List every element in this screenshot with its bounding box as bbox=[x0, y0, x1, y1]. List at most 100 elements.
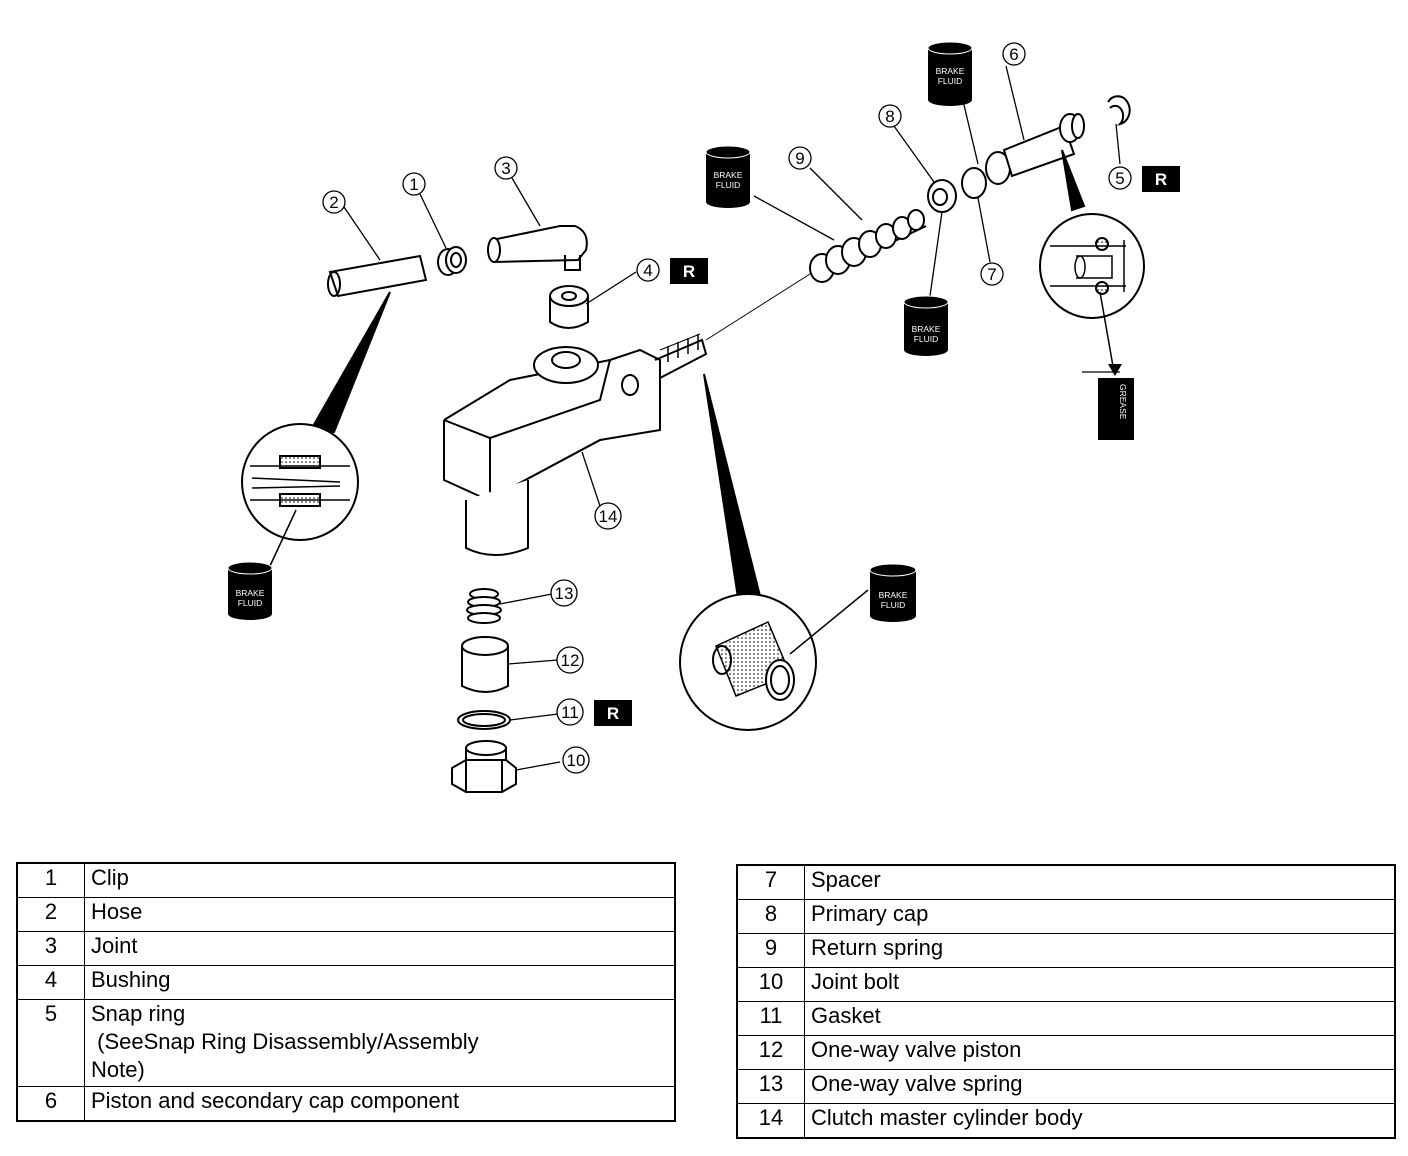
callout-7-text: 7 bbox=[987, 265, 996, 284]
callout-12-text: 12 bbox=[561, 651, 580, 670]
legend-description-line: One-way valve spring bbox=[811, 1071, 1023, 1096]
bore-detail-circle bbox=[679, 373, 869, 731]
legend-description-line: One-way valve piston bbox=[811, 1037, 1022, 1062]
legend-description: Gasket bbox=[804, 1001, 1396, 1036]
can-4-label-line1: BRAKE bbox=[236, 588, 265, 598]
callout-6-text: 6 bbox=[1009, 45, 1018, 64]
legend-description-line: Joint bolt bbox=[811, 969, 900, 994]
callout-8-text: 8 bbox=[885, 107, 894, 126]
legend-description-line: Snap ring bbox=[91, 1001, 186, 1026]
callout-3-text: 3 bbox=[501, 159, 510, 178]
can-3-label-line1: BRAKE bbox=[912, 324, 941, 334]
callout-numbers: 1 2 3 4 5 6 7 8 9 10 11 12 13 14 bbox=[322, 42, 1132, 774]
hose-part bbox=[327, 254, 428, 298]
legend-description-line: Note) bbox=[91, 1057, 145, 1082]
callout-4-text: 4 bbox=[643, 261, 652, 280]
legend-number: 10 bbox=[736, 967, 805, 1002]
legend-description: Primary cap bbox=[804, 899, 1396, 934]
callout-6: 6 bbox=[1002, 42, 1026, 66]
can-2-label-line2: FLUID bbox=[716, 180, 741, 190]
can-2-label-line1: BRAKE bbox=[714, 170, 743, 180]
replace-mark-11-text: R bbox=[607, 704, 619, 723]
legend-description-line: Piston and secondary cap component bbox=[91, 1088, 460, 1113]
legend-number: 9 bbox=[736, 933, 805, 968]
legend-description: Joint bolt bbox=[804, 967, 1396, 1002]
callout-1-text: 1 bbox=[409, 175, 418, 194]
legend-description-line: (SeeSnap Ring Disassembly/Assembly bbox=[91, 1029, 479, 1054]
legend-number: 1 bbox=[16, 862, 85, 898]
replace-mark-5-text: R bbox=[1155, 170, 1167, 189]
brake-fluid-can-3: BRAKE FLUID bbox=[903, 295, 949, 356]
callout-5-text: 5 bbox=[1115, 169, 1124, 188]
legend-description: Return spring bbox=[804, 933, 1396, 968]
legend-description: Hose bbox=[84, 897, 676, 932]
can-3-label-line2: FLUID bbox=[914, 334, 939, 344]
callout-14: 14 bbox=[594, 502, 622, 530]
primary-cap-part bbox=[927, 179, 957, 213]
grease-label: GREASE bbox=[1118, 384, 1128, 420]
legend-number: 13 bbox=[736, 1069, 805, 1104]
hose-detail-circle bbox=[241, 291, 391, 567]
callout-2-text: 2 bbox=[329, 193, 338, 212]
legend-description: Joint bbox=[84, 931, 676, 966]
can-5-label-line2: FLUID bbox=[881, 600, 906, 610]
callout-10-text: 10 bbox=[567, 751, 586, 770]
legend-number: 11 bbox=[736, 1001, 805, 1036]
valve-piston-part bbox=[461, 636, 509, 693]
brake-fluid-can-1: BRAKE FLUID bbox=[927, 41, 973, 106]
callout-3: 3 bbox=[494, 156, 518, 180]
replace-mark-4: R bbox=[670, 258, 708, 284]
clip-part bbox=[437, 246, 467, 276]
piston-detail-circle bbox=[1039, 149, 1145, 373]
callout-13-text: 13 bbox=[555, 584, 574, 603]
can-1-label-line2: FLUID bbox=[938, 76, 963, 86]
snap-ring-part bbox=[1107, 95, 1131, 126]
return-spring-part bbox=[809, 209, 927, 283]
legend-description: Bushing bbox=[84, 965, 676, 1000]
callout-9: 9 bbox=[788, 146, 812, 170]
legend-description-line: Primary cap bbox=[811, 901, 929, 926]
brake-fluid-can-4: BRAKE FLUID bbox=[227, 561, 273, 620]
legend-description-line: Return spring bbox=[811, 935, 944, 960]
legend-number: 4 bbox=[16, 965, 85, 1000]
legend-description-line: Spacer bbox=[811, 867, 881, 892]
legend-description: Piston and secondary cap component bbox=[84, 1086, 676, 1122]
piston-part bbox=[985, 113, 1085, 185]
legend-description: One-way valve piston bbox=[804, 1035, 1396, 1070]
callout-14-text: 14 bbox=[599, 507, 618, 526]
replace-mark-5: R bbox=[1142, 166, 1180, 192]
legend-description-line: Bushing bbox=[91, 967, 171, 992]
replace-marks: R R R bbox=[594, 166, 1180, 726]
callout-7: 7 bbox=[980, 262, 1004, 286]
can-4-label-line2: FLUID bbox=[238, 598, 263, 608]
legend-description-line: Hose bbox=[91, 899, 143, 924]
legend-description: Clutch master cylinder body bbox=[804, 1103, 1396, 1139]
callout-11: 11 bbox=[556, 698, 584, 726]
callout-1: 1 bbox=[402, 172, 426, 196]
legend-description-line: Clutch master cylinder body bbox=[811, 1105, 1083, 1130]
legend-number: 14 bbox=[736, 1103, 805, 1139]
joint-part bbox=[487, 225, 588, 271]
valve-spring-part bbox=[466, 588, 502, 624]
legend-number: 6 bbox=[16, 1086, 85, 1122]
cylinder-body-part bbox=[443, 333, 708, 556]
legend-number: 5 bbox=[16, 999, 85, 1087]
legend-description: One-way valve spring bbox=[804, 1069, 1396, 1104]
bushing-part bbox=[549, 285, 589, 329]
callout-12: 12 bbox=[556, 646, 584, 674]
callout-9-text: 9 bbox=[795, 149, 804, 168]
legend-description: Clip bbox=[84, 862, 676, 898]
legend-number: 3 bbox=[16, 931, 85, 966]
legend-number: 8 bbox=[736, 899, 805, 934]
